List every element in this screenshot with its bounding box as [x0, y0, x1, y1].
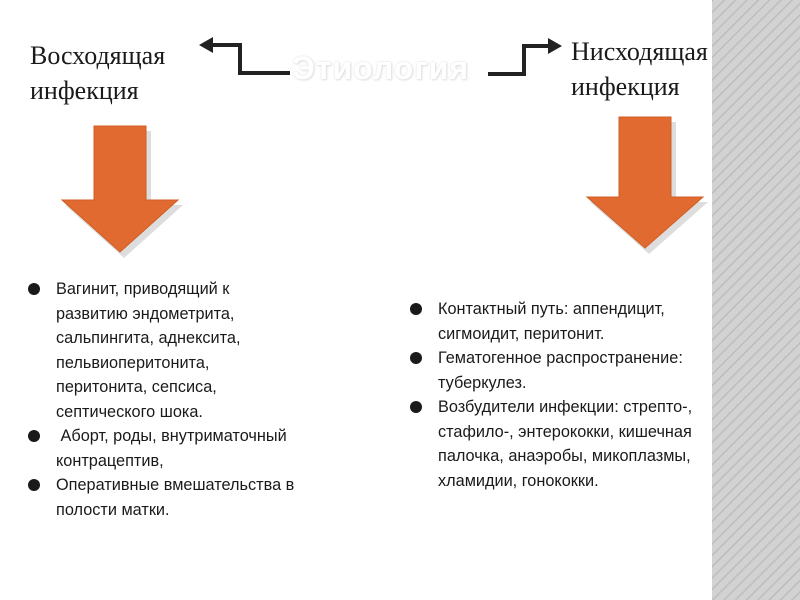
ascending-causes-list: Вагинит, приводящий к развитию эндометри… [28, 277, 368, 522]
ascending-infection-heading: Восходящая инфекция [30, 38, 165, 108]
list-line: септического шока. [56, 402, 203, 421]
list-line: сальпингита, аднексита, [56, 329, 241, 347]
bullet-icon [410, 352, 422, 364]
bullet-icon [410, 401, 422, 413]
list-line: хламидии, гонококки. [438, 471, 599, 490]
list-line: полости матки. [56, 500, 170, 519]
step-arrow-right-icon [488, 38, 562, 76]
heading-line: Восходящая [30, 41, 166, 70]
connectors [199, 37, 562, 76]
list-line: развитию эндометрита, [56, 304, 235, 323]
list-line: палочка, анаэробы, микоплазмы, [438, 447, 691, 465]
descending-causes-list: Контактный путь: аппендицит, сигмоидит, … [410, 297, 770, 493]
list-line: перитонита, сепсиса, [56, 378, 217, 396]
list-item: Возбудители инфекции: стрепто-, стафило-… [410, 395, 770, 493]
list-line: Вагинит, приводящий к [56, 280, 230, 298]
list-item: Аборт, роды, внутриматочный контрацептив… [28, 424, 368, 473]
list-line: пельвиоперитонита, [56, 353, 210, 372]
list-line: Гематогенное распространение: [438, 349, 683, 367]
bullet-icon [410, 303, 422, 315]
list-line: Оперативные вмешательства в [56, 476, 295, 494]
list-item: Вагинит, приводящий к развитию эндометри… [28, 277, 368, 424]
list-line: Возбудители инфекции: стрепто-, [438, 398, 693, 416]
descending-infection-heading: Нисходящая инфекция [571, 34, 708, 104]
list-line: туберкулез. [438, 373, 527, 392]
heading-line: инфекция [571, 72, 680, 101]
list-line: сигмоидит, перитонит. [438, 324, 605, 343]
decorative-stripe [712, 0, 800, 600]
list-item: Оперативные вмешательства в полости матк… [28, 473, 368, 522]
list-line: контрацептив, [56, 451, 164, 470]
down-arrow-icon [60, 125, 183, 258]
step-arrow-left-icon [199, 37, 290, 75]
list-line: Аборт, роды, внутриматочный [56, 427, 287, 445]
heading-line: Нисходящая [571, 37, 708, 66]
list-line: стафило-, энтерококки, кишечная [438, 422, 692, 441]
list-item: Гематогенное распространение: туберкулез… [410, 346, 770, 395]
bullet-icon [28, 479, 40, 491]
bullet-icon [28, 430, 40, 442]
down-arrow-icon [585, 116, 708, 254]
bullet-icon [28, 283, 40, 295]
list-line: Контактный путь: аппендицит, [438, 300, 665, 318]
heading-line: инфекция [30, 76, 139, 105]
list-item: Контактный путь: аппендицит, сигмоидит, … [410, 297, 770, 346]
page-title: Этиология [292, 50, 469, 86]
